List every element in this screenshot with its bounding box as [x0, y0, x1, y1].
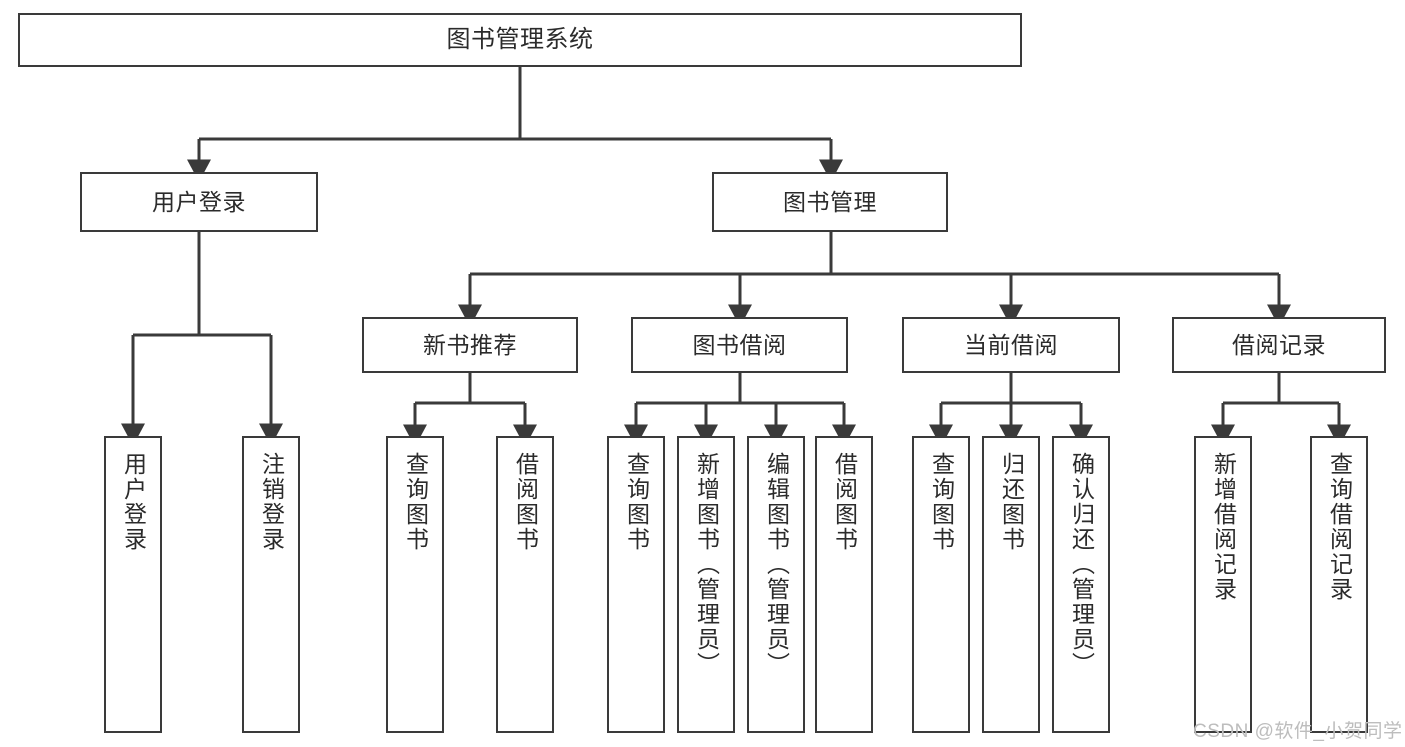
node-label: 确认归还（管理员） — [1068, 452, 1095, 677]
csdn-watermark: CSDN @软件_小贺同学 — [1193, 721, 1403, 742]
leaf-user-login-logout[interactable]: 注销登录 — [242, 436, 300, 733]
leaf-borrow-record-query-record[interactable]: 查询借阅记录 — [1310, 436, 1368, 733]
node-label: 查询图书 — [928, 452, 955, 552]
node-label: 图书管理系统 — [446, 26, 594, 54]
node-label: 注销登录 — [258, 452, 285, 552]
leaf-book-borrow-add-book-admin[interactable]: 新增图书（管理员） — [677, 436, 735, 733]
node-label: 新书推荐 — [423, 331, 517, 358]
node-borrow-record[interactable]: 借阅记录 — [1172, 317, 1386, 373]
node-label: 图书借阅 — [692, 331, 787, 358]
node-label: 借阅记录 — [1232, 331, 1326, 358]
leaf-user-login-login[interactable]: 用户登录 — [104, 436, 162, 733]
node-label: 借阅图书 — [831, 452, 858, 552]
node-book-management[interactable]: 图书管理 — [712, 172, 948, 232]
leaf-book-borrow-edit-book-admin[interactable]: 编辑图书（管理员） — [747, 436, 805, 733]
node-label: 当前借阅 — [964, 331, 1058, 358]
node-label: 查询图书 — [623, 452, 650, 552]
leaf-current-borrow-query-book[interactable]: 查询图书 — [912, 436, 970, 733]
leaf-new-book-borrow-book[interactable]: 借阅图书 — [496, 436, 554, 733]
leaf-borrow-record-add-record[interactable]: 新增借阅记录 — [1194, 436, 1252, 733]
node-label: 图书管理 — [783, 188, 877, 215]
node-label: 新增图书（管理员） — [693, 452, 720, 677]
leaf-book-borrow-query-book[interactable]: 查询图书 — [607, 436, 665, 733]
node-label: 归还图书 — [998, 452, 1025, 552]
leaf-book-borrow-borrow-book[interactable]: 借阅图书 — [815, 436, 873, 733]
node-current-borrow[interactable]: 当前借阅 — [902, 317, 1120, 373]
node-label: 用户登录 — [152, 188, 246, 215]
node-new-book-recommend[interactable]: 新书推荐 — [362, 317, 578, 373]
node-label: 查询借阅记录 — [1326, 452, 1353, 602]
node-user-login[interactable]: 用户登录 — [80, 172, 318, 232]
node-label: 新增借阅记录 — [1210, 452, 1237, 602]
node-label: 借阅图书 — [512, 452, 539, 552]
node-root-book-management-system[interactable]: 图书管理系统 — [18, 13, 1022, 67]
leaf-current-borrow-confirm-return-admin[interactable]: 确认归还（管理员） — [1052, 436, 1110, 733]
node-label: 用户登录 — [120, 452, 147, 552]
leaf-new-book-query-book[interactable]: 查询图书 — [386, 436, 444, 733]
node-label: 查询图书 — [402, 452, 429, 552]
leaf-current-borrow-return-book[interactable]: 归还图书 — [982, 436, 1040, 733]
node-label: 编辑图书（管理员） — [763, 452, 790, 677]
node-book-borrow[interactable]: 图书借阅 — [631, 317, 848, 373]
